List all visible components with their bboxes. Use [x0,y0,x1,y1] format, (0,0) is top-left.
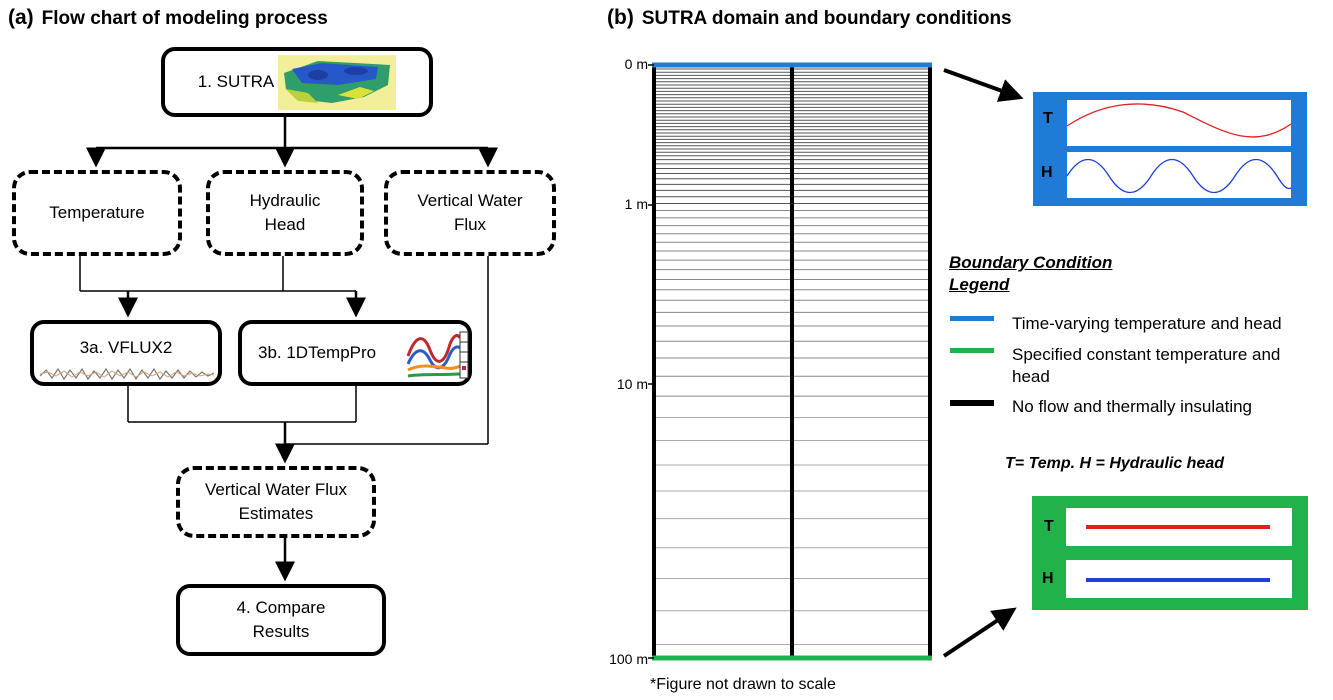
legend-swatch-time-varying [950,316,994,321]
bc-top-temperature-box [1067,100,1291,146]
tempro-plot-thumbnail [406,331,469,379]
panel-a-title-text: Flow chart of modeling process [41,8,328,29]
bc-top-curves [1066,103,1292,193]
legend-label-time-varying: Time-varying temperature and head [1012,314,1282,333]
bc-bottom-panel: T H [1032,496,1308,610]
box-vflux2: 3a. VFLUX2 [30,320,222,386]
box-vertical-flux: Vertical Water Flux [384,170,556,256]
panel-a-tag: (a) [8,6,34,29]
panel-b-title: (b) SUTRA domain and boundary conditions [607,6,1012,30]
constant-head-line [1086,578,1270,582]
vflux2-timeseries-thumbnail [39,367,215,381]
temp-sine-curve [1066,103,1292,138]
panel-b-tag: (b) [607,6,634,29]
bc-bottom-t-label: T [1044,518,1054,535]
box-compare-label: 4. Compare Results [236,598,326,641]
box-vflux2-label: 3a. VFLUX2 [79,338,173,357]
arrow-bottom-bc [942,607,1017,658]
box-sutra-label: 1. SUTRA [197,72,275,91]
head-sine-curve [1066,159,1292,193]
box-tempro-label: 3b. 1DTempPro [258,343,377,362]
sutra-model-thumbnail [278,54,397,110]
box-temperature: Temperature [12,170,182,256]
box-hydraulic-head: Hydraulic Head [206,170,364,256]
constant-temp-line [1086,525,1270,529]
box-estimates-label: Vertical Water Flux Estimates [204,480,348,523]
bc-top-panel: T H [1033,92,1307,206]
box-head-label: Hydraulic Head [249,191,321,234]
legend-swatch-constant [950,348,994,353]
depth-label-0m: 0 m [624,56,648,72]
box-compare-results: 4. Compare Results [176,584,386,656]
legend-swatch-no-flow [950,400,994,406]
arrow-top-bc [943,68,1024,102]
depth-label-10m: 10 m [616,376,648,392]
bc-top-h-label: H [1041,164,1053,181]
panel-a-title: (a) Flow chart of modeling process [8,6,328,30]
th-definitions: T= Temp. H = Hydraulic head [1005,455,1225,472]
bc-bottom-h-label: H [1042,570,1054,587]
legend-label-constant: Specified constant temperature and head [1012,345,1281,386]
depth-label-100m: 100 m [609,651,648,667]
panel-b-title-text: SUTRA domain and boundary conditions [641,8,1012,29]
depth-label-1m: 1 m [624,196,648,212]
bc-top-t-label: T [1043,110,1053,127]
box-flux-label: Vertical Water Flux [417,191,523,234]
legend-label-no-flow: No flow and thermally insulating [1012,397,1253,416]
legend-title-line1: Boundary Condition [949,253,1113,272]
footnote-not-to-scale: *Figure not drawn to scale [650,676,836,693]
box-flux-estimates: Vertical Water Flux Estimates [176,466,376,538]
legend-title-line2: Legend [949,275,1010,294]
box-tempro: 3b. 1DTempPro [238,320,472,386]
box-temperature-label: Temperature [49,203,145,222]
box-sutra: 1. SUTRA [161,47,433,117]
